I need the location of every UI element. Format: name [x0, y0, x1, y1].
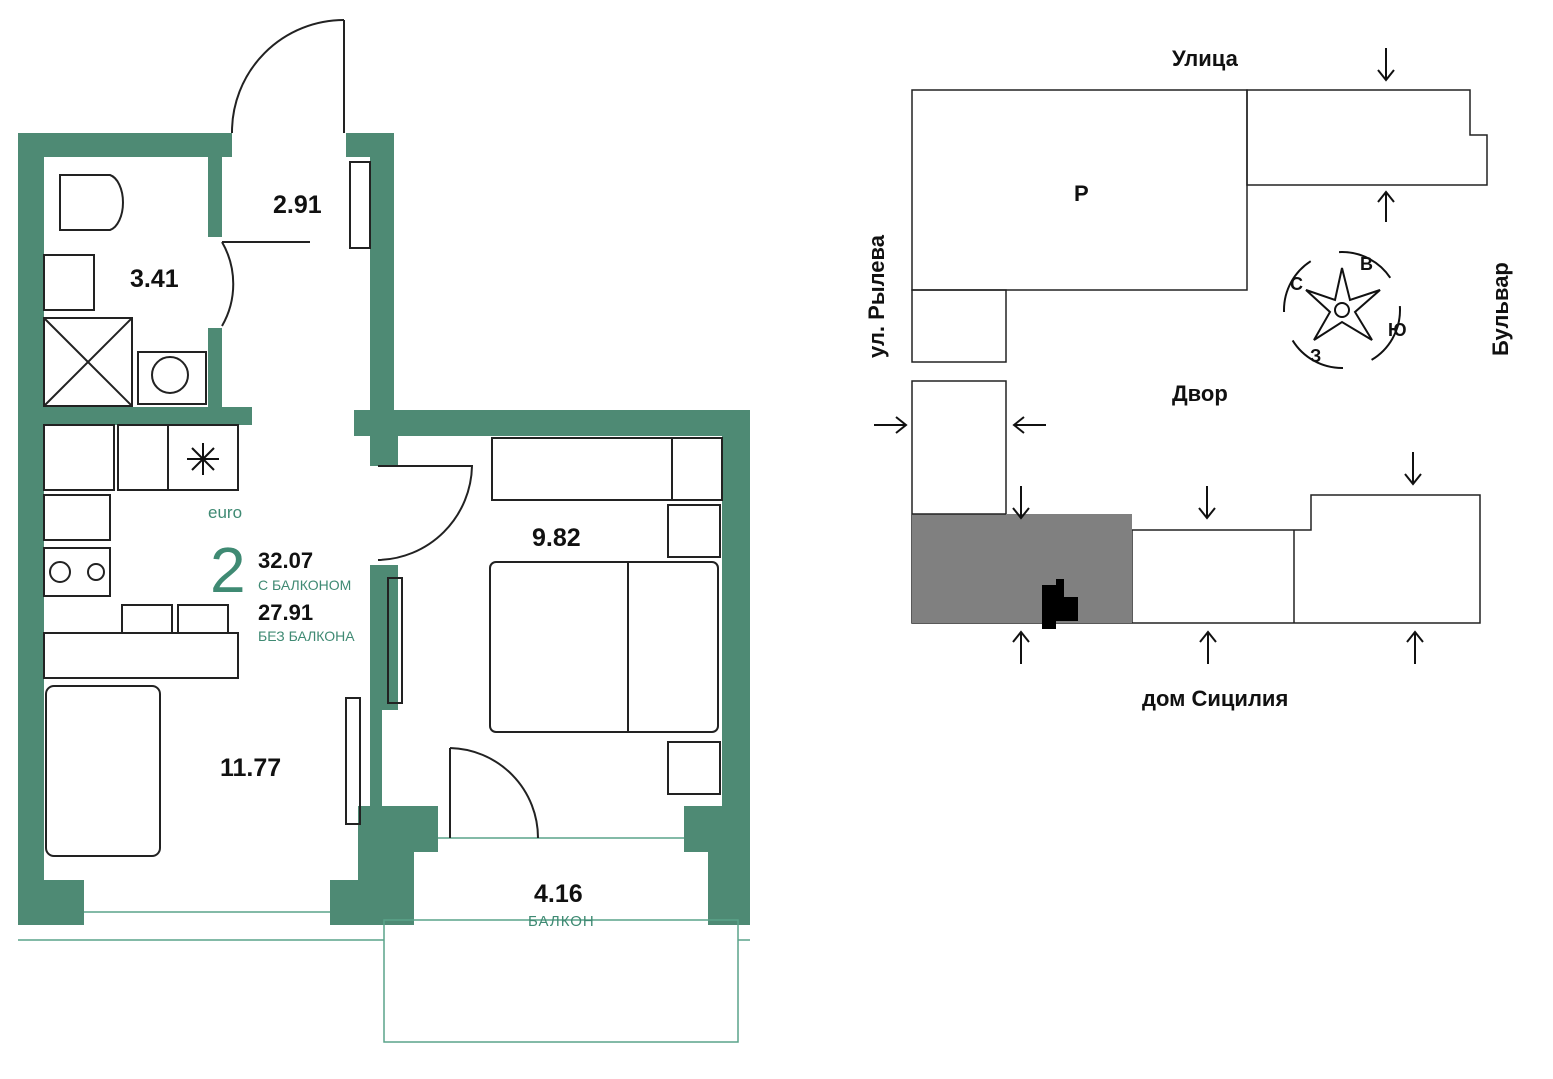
street-top-label: Улица — [1172, 46, 1239, 71]
site-plan: С В Ю З Улица P Двор дом Сицилия ул. Рыл… — [864, 46, 1513, 711]
balcony-label: БАЛКОН — [528, 913, 595, 930]
room-area-living: 11.77 — [220, 754, 281, 782]
street-left-label: ул. Рылева — [864, 234, 889, 358]
arrow-up-icon — [1406, 630, 1424, 664]
area-with-balcony: 32.07 — [258, 548, 313, 573]
room-area-entry: 2.91 — [273, 191, 322, 219]
parking-building — [911, 89, 1248, 291]
arrow-down-icon — [1198, 486, 1216, 520]
area-without-balcony-label: БЕЗ БАЛКОНА — [258, 628, 355, 644]
apartment-summary: euro 2 32.07 С БАЛКОНОМ 27.91 БЕЗ БАЛКОН… — [208, 503, 355, 644]
entrance-arrows — [874, 48, 1424, 664]
apartment-floor-plan: 2.91 3.41 9.82 11.77 4.16 БАЛКОН euro 2 … — [18, 19, 750, 1043]
street-right-label: Бульвар — [1488, 262, 1513, 356]
parking-label: P — [1074, 181, 1089, 206]
arrow-up-icon — [1199, 630, 1217, 664]
compass-rose-icon: С В Ю З — [1283, 251, 1407, 369]
interior-lines — [18, 19, 750, 1043]
compass-south: Ю — [1388, 320, 1407, 340]
arrow-up-icon — [1012, 630, 1030, 664]
arrow-down-icon — [1404, 452, 1422, 486]
top-right-building — [1246, 89, 1488, 186]
snowflake-icon — [187, 443, 219, 475]
compass-east: В — [1360, 254, 1373, 274]
room-area-bedroom: 9.82 — [532, 524, 581, 552]
apartment-type-label: euro — [208, 503, 242, 522]
bottom-building-label: дом Сицилия — [1142, 686, 1288, 711]
apartment-location-marker — [1042, 579, 1078, 629]
compass-north: С — [1290, 274, 1303, 294]
room-area-balcony: 4.16 — [534, 880, 583, 908]
room-area-bathroom: 3.41 — [130, 265, 179, 293]
area-with-balcony-label: С БАЛКОНОМ — [258, 577, 351, 593]
arrow-left-icon — [1012, 416, 1046, 434]
arrow-right-icon — [874, 416, 908, 434]
courtyard-label: Двор — [1172, 381, 1228, 406]
walls — [18, 133, 750, 925]
arrow-down-icon — [1377, 48, 1395, 82]
highlighted-section — [912, 514, 1132, 623]
small-building — [911, 289, 1007, 363]
compass-west: З — [1310, 346, 1321, 366]
arrow-up-icon — [1377, 190, 1395, 222]
area-without-balcony: 27.91 — [258, 600, 313, 625]
rooms-count: 2 — [210, 534, 246, 606]
arrow-down-icon — [1012, 486, 1030, 520]
